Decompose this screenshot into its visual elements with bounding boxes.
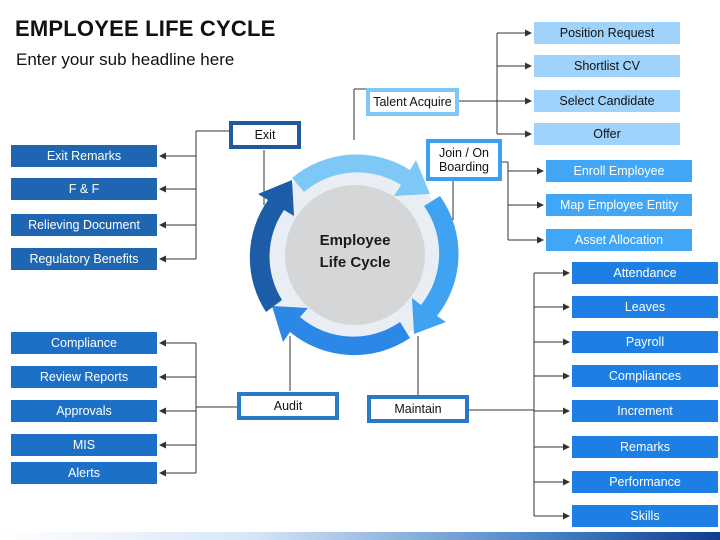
maintain-item-remarks[interactable]: Remarks <box>572 436 718 458</box>
exit-item-regulatory-benefits[interactable]: Regulatory Benefits <box>11 248 157 270</box>
maintain-item-increment[interactable]: Increment <box>572 400 718 422</box>
stage-maintain[interactable]: Maintain <box>367 395 469 423</box>
talent-item-position-request[interactable]: Position Request <box>534 22 680 44</box>
cycle-arrow-right <box>412 196 459 334</box>
talent-item-shortlist-cv[interactable]: Shortlist CV <box>534 55 680 77</box>
maintain-item-skills[interactable]: Skills <box>572 505 718 527</box>
talent-item-offer[interactable]: Offer <box>534 123 680 145</box>
exit-item-exit-remarks[interactable]: Exit Remarks <box>11 145 157 167</box>
maintain-item-payroll[interactable]: Payroll <box>572 331 718 353</box>
stage-join-onboarding-line2: Boarding <box>438 160 490 174</box>
cycle-center-label: Employee Life Cycle <box>290 230 420 274</box>
exit-item-f-and-f[interactable]: F & F <box>11 178 157 200</box>
page-subtitle: Enter your sub headline here <box>16 50 235 69</box>
audit-item-mis[interactable]: MIS <box>11 434 157 456</box>
maintain-item-compliances[interactable]: Compliances <box>572 365 718 387</box>
maintain-item-attendance[interactable]: Attendance <box>572 262 718 284</box>
stage-audit[interactable]: Audit <box>237 392 339 420</box>
cycle-arrow-left <box>249 180 294 312</box>
stage-talent-acquire[interactable]: Talent Acquire <box>366 88 459 116</box>
talent-item-select-candidate[interactable]: Select Candidate <box>534 90 680 112</box>
cycle-center <box>285 185 425 325</box>
cycle-arrow-bottom <box>272 306 410 356</box>
cycle-arrow-top <box>292 154 430 196</box>
center-label-line1: Employee <box>319 232 391 249</box>
audit-item-alerts[interactable]: Alerts <box>11 462 157 484</box>
stage-join-onboarding[interactable]: Join / On Boarding <box>426 139 502 181</box>
center-label-line2: Life Cycle <box>319 253 391 271</box>
maintain-item-performance[interactable]: Performance <box>572 471 718 493</box>
onboarding-item-enroll-employee[interactable]: Enroll Employee <box>546 160 692 182</box>
audit-item-review-reports[interactable]: Review Reports <box>11 366 157 388</box>
page-title: EMPLOYEE LIFE CYCLE <box>15 16 276 41</box>
audit-item-approvals[interactable]: Approvals <box>11 400 157 422</box>
stage-exit[interactable]: Exit <box>229 121 301 149</box>
maintain-item-leaves[interactable]: Leaves <box>572 296 718 318</box>
onboarding-item-asset-allocation[interactable]: Asset Allocation <box>546 229 692 251</box>
exit-item-relieving-document[interactable]: Relieving Document <box>11 214 157 236</box>
stage-join-onboarding-line1: Join / On <box>438 145 490 160</box>
onboarding-item-map-employee-entity[interactable]: Map Employee Entity <box>546 194 692 216</box>
footer-gradient-bar <box>0 532 720 540</box>
audit-item-compliance[interactable]: Compliance <box>11 332 157 354</box>
